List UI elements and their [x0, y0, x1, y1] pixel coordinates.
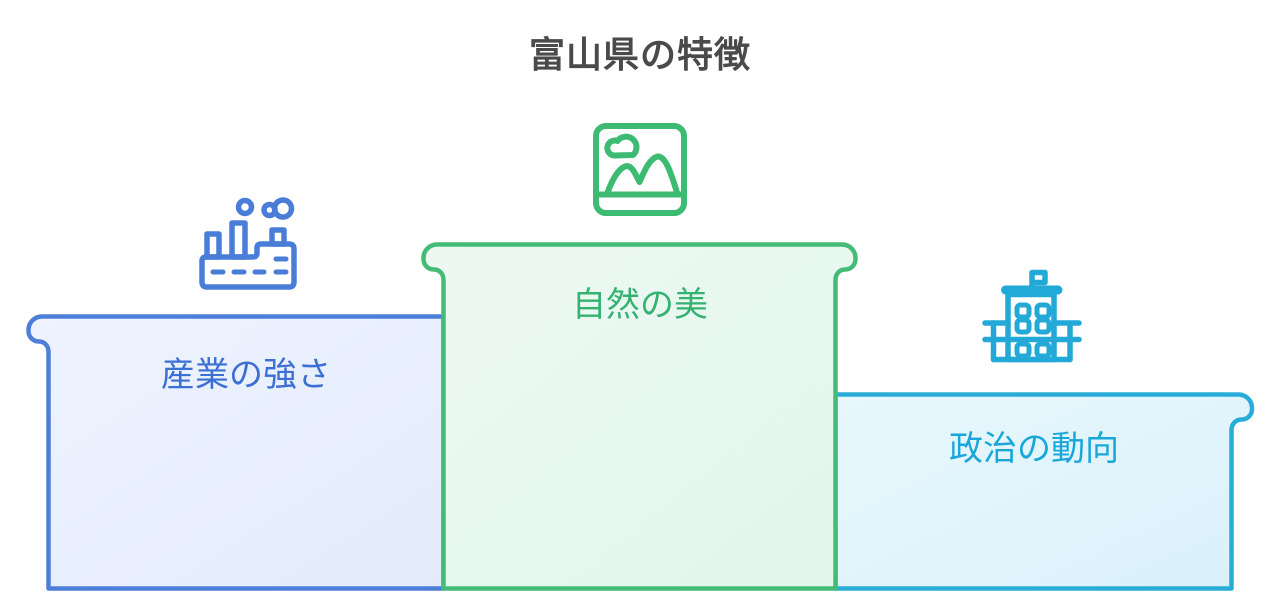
- podium-block-industry: [26, 314, 446, 591]
- label-nature: 自然の美: [572, 286, 708, 324]
- government-building-icon: [982, 269, 1082, 363]
- podium-block-politics: [833, 392, 1255, 591]
- smoke-puff-icon: [235, 197, 255, 217]
- flag-icon: [1029, 269, 1048, 296]
- label-politics: 政治の動向: [949, 430, 1119, 468]
- page-title: 富山県の特徴: [528, 34, 751, 75]
- label-industry: 産業の強さ: [161, 356, 331, 394]
- mountains-icon: [604, 153, 681, 197]
- cloud-icon: [604, 133, 640, 159]
- podium-block-nature: [421, 242, 858, 591]
- window-icon: [1014, 302, 1052, 359]
- landscape-icon: [593, 123, 687, 216]
- smoke-cloud-icon: [271, 197, 295, 220]
- factory-icon: [199, 197, 297, 290]
